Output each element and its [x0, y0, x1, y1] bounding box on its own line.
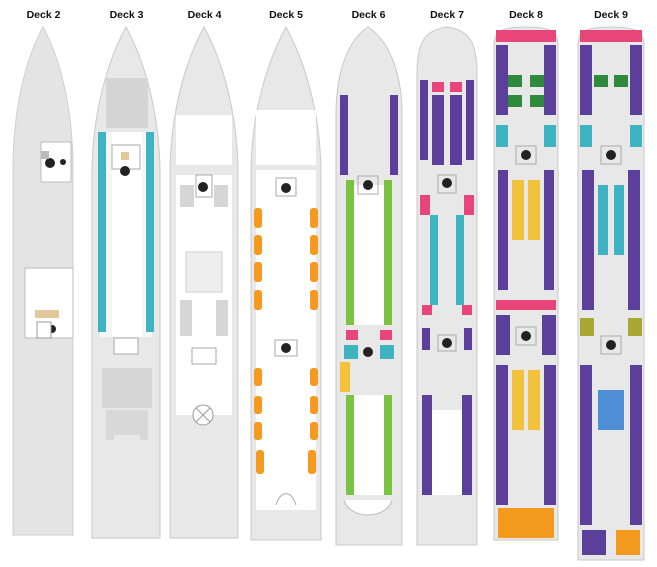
- deck-8-title: Deck 8: [509, 9, 543, 21]
- deck-4-plan[interactable]: Deck 4: [166, 0, 243, 567]
- deck-4-ship: [169, 25, 239, 539]
- deck-6-ship: [335, 26, 403, 546]
- deck-7-title: Deck 7: [430, 9, 464, 21]
- deck-4-title: Deck 4: [187, 9, 222, 21]
- deck-3-plan[interactable]: Deck 3: [88, 0, 165, 567]
- deck-5-title: Deck 5: [269, 9, 303, 21]
- deck-5-plan[interactable]: Deck 5: [246, 0, 326, 567]
- deck-7-plan[interactable]: Deck 7: [412, 0, 482, 567]
- deck-9-plan[interactable]: Deck 9: [570, 0, 652, 567]
- deck-5-ship: [250, 25, 322, 541]
- deck-3-ship: [91, 25, 161, 539]
- deck-2-ship: [12, 25, 74, 536]
- deck-6-plan[interactable]: Deck 6: [330, 0, 407, 567]
- deck-8-plan[interactable]: Deck 8: [486, 0, 566, 567]
- deck-8-ship: [493, 26, 559, 541]
- deck-9-title: Deck 9: [594, 9, 628, 21]
- deck-7-ship: [416, 26, 478, 546]
- deck-2-plan[interactable]: Deck 2: [5, 0, 82, 567]
- deck-9-ship: [577, 26, 645, 561]
- deck-2-title: Deck 2: [26, 9, 61, 21]
- deck-3-title: Deck 3: [109, 9, 144, 21]
- deck-6-title: Deck 6: [351, 9, 386, 21]
